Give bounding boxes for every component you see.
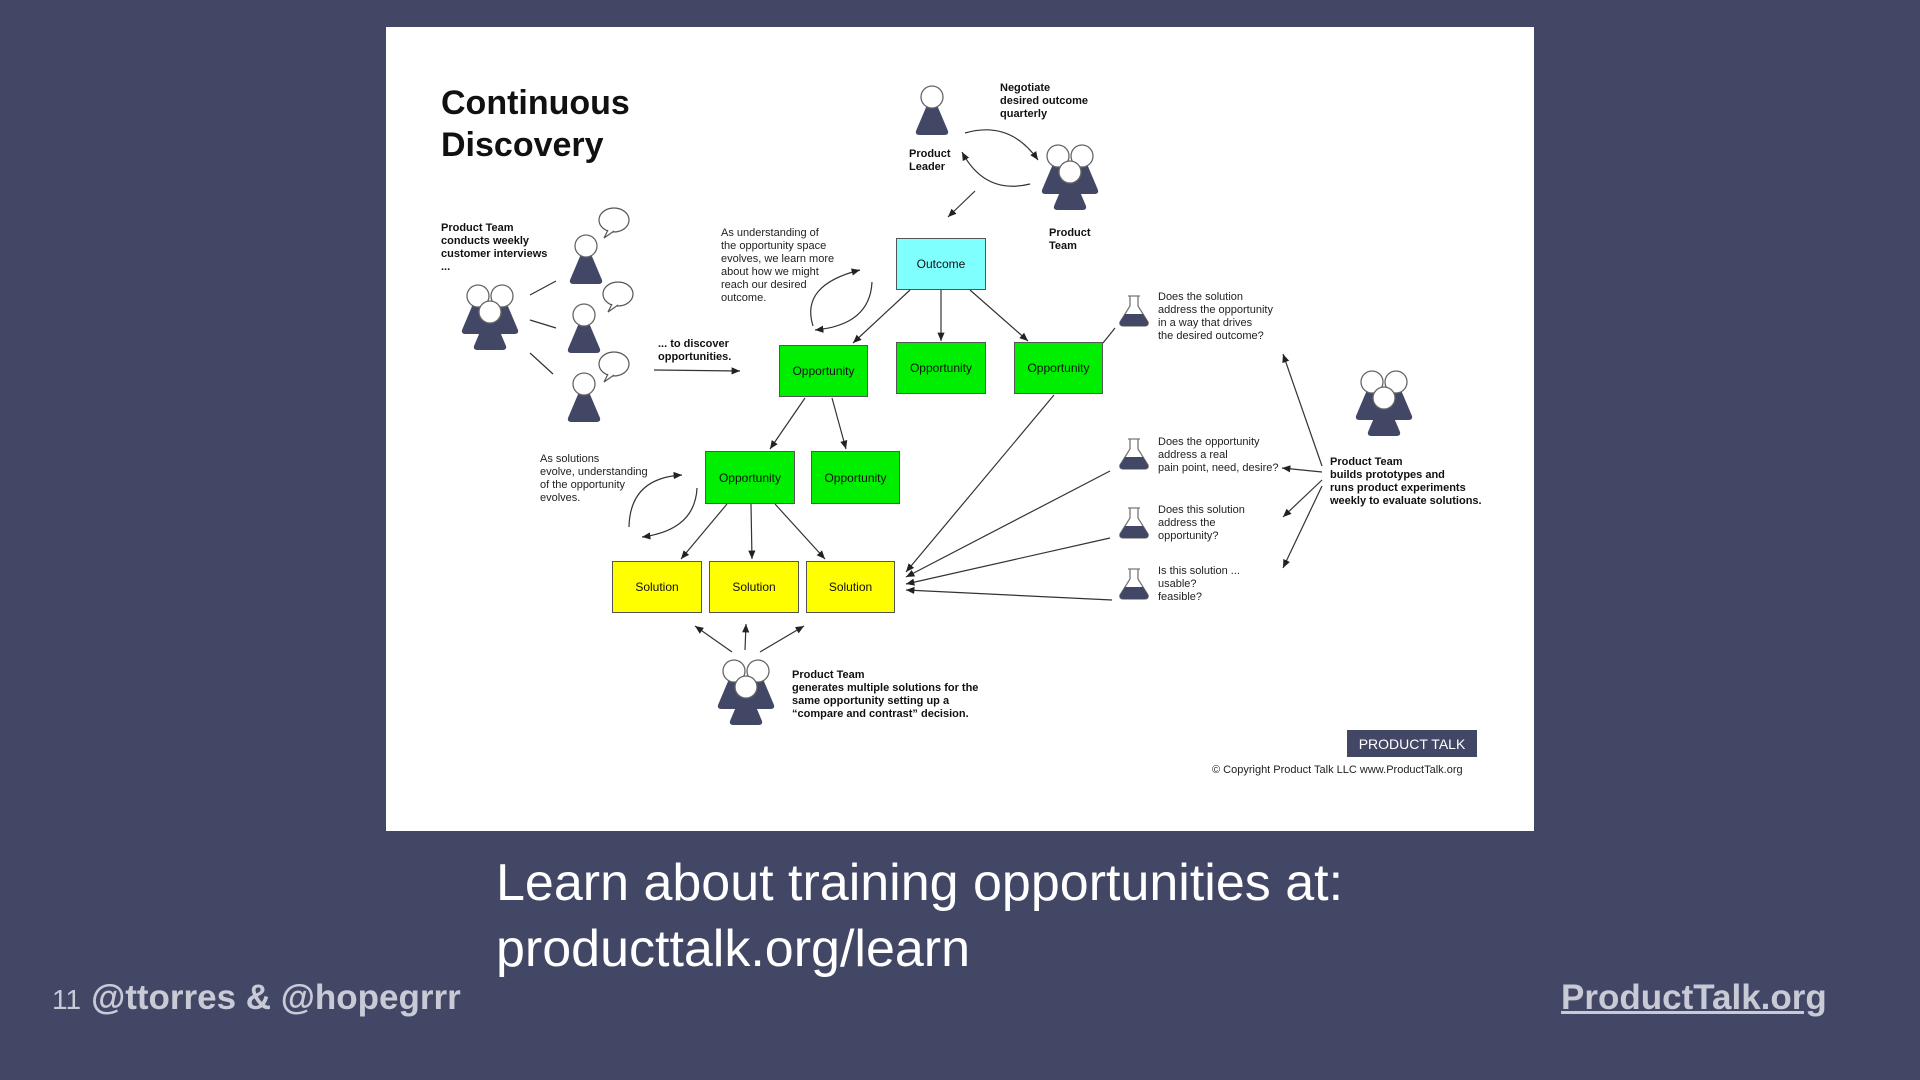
learn-text: Learn about training opportunities at: p… [496, 854, 1344, 978]
product-team-label: Product Team [1049, 227, 1091, 252]
product-talk-badge: PRODUCT TALK [1347, 730, 1477, 757]
question-usable-feasible: Is this solution ... usable? feasible? [1158, 565, 1240, 603]
question-pain-point: Does the opportunity address a real pain… [1158, 436, 1279, 474]
generates-label: Product Team generates multiple solution… [792, 669, 979, 720]
copyright-text: © Copyright Product Talk LLC www.Product… [1212, 764, 1463, 776]
interviews-label: Product Team conducts weekly customer in… [441, 222, 548, 273]
question-solution-fit: Does this solution address the opportuni… [1158, 504, 1245, 542]
outcome-box[interactable]: Outcome [896, 238, 986, 290]
site-link[interactable]: ProductTalk.org [1561, 978, 1827, 1017]
opportunity-box[interactable]: Opportunity [896, 342, 986, 394]
negotiate-label: Negotiate desired outcome quarterly [1000, 82, 1089, 120]
slide-number: 11 [52, 984, 82, 1015]
opportunity-box[interactable]: Opportunity [705, 451, 795, 504]
diagram-title: Continuous Discovery [441, 84, 630, 164]
opportunity-space-note: As understanding of the opportunity spac… [721, 227, 835, 304]
solutions-evolve-note: As solutions evolve, understanding of th… [540, 453, 648, 504]
authors-handles: @ttorres & @hopegrrr [91, 978, 461, 1017]
solution-box[interactable]: Solution [709, 561, 799, 613]
discover-label: ... to discover opportunities. [658, 338, 732, 363]
opportunity-box[interactable]: Opportunity [779, 345, 868, 397]
question-outcome: Does the solution address the opportunit… [1158, 291, 1273, 342]
opportunity-box[interactable]: Opportunity [1014, 342, 1103, 394]
solution-box[interactable]: Solution [806, 561, 895, 613]
opportunity-box[interactable]: Opportunity [811, 451, 900, 504]
solution-box[interactable]: Solution [612, 561, 702, 613]
experiments-label: Product Team builds prototypes and runs … [1330, 456, 1482, 507]
product-leader-label: Product Leader [909, 148, 951, 173]
footer-authors: 11 @ttorres & @hopegrrr [52, 978, 461, 1018]
